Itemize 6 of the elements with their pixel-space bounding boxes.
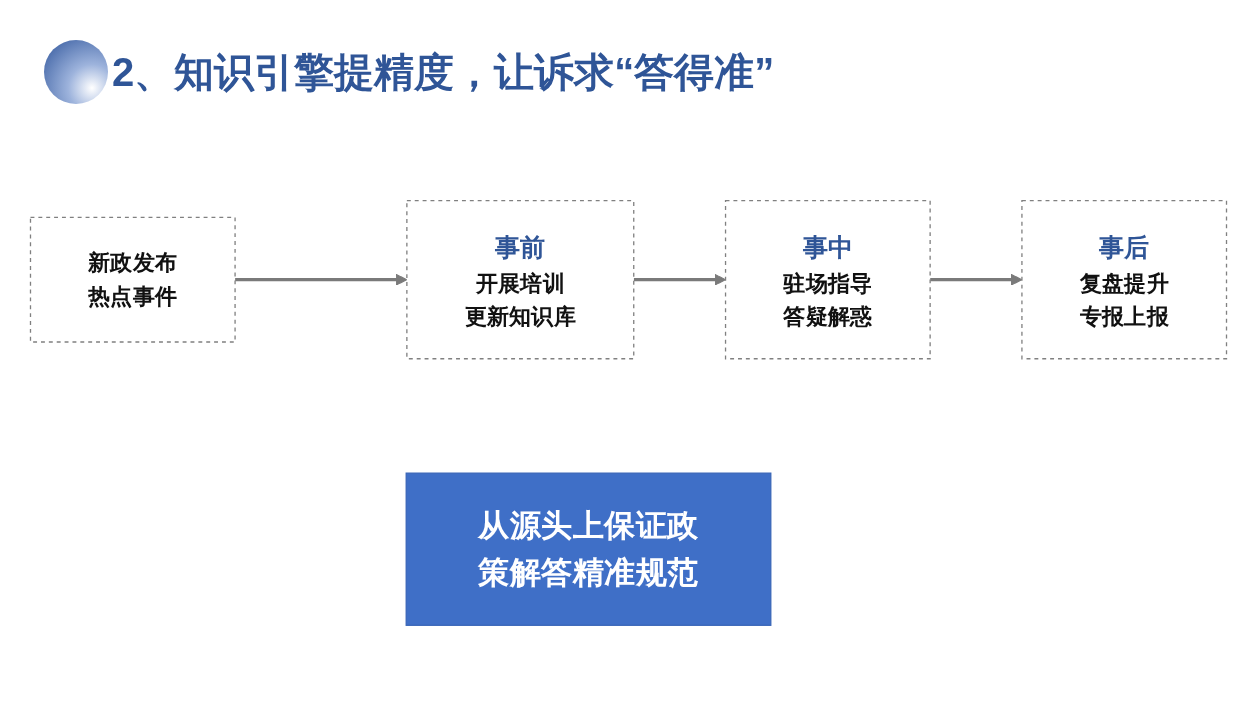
node-box: 事前 开展培训 更新知识库 — [406, 200, 635, 360]
node-box: 事后 复盘提升 专报上报 — [1021, 200, 1228, 360]
node-box: 事中 驻场指导 答疑解惑 — [724, 200, 931, 360]
node-box: 从源头上保证政策解答精准规范 — [405, 472, 772, 626]
title: 2、知识引擎提精度，让诉求“答得准” — [112, 48, 775, 96]
node-box: 新政发布 热点事件 — [29, 216, 236, 343]
